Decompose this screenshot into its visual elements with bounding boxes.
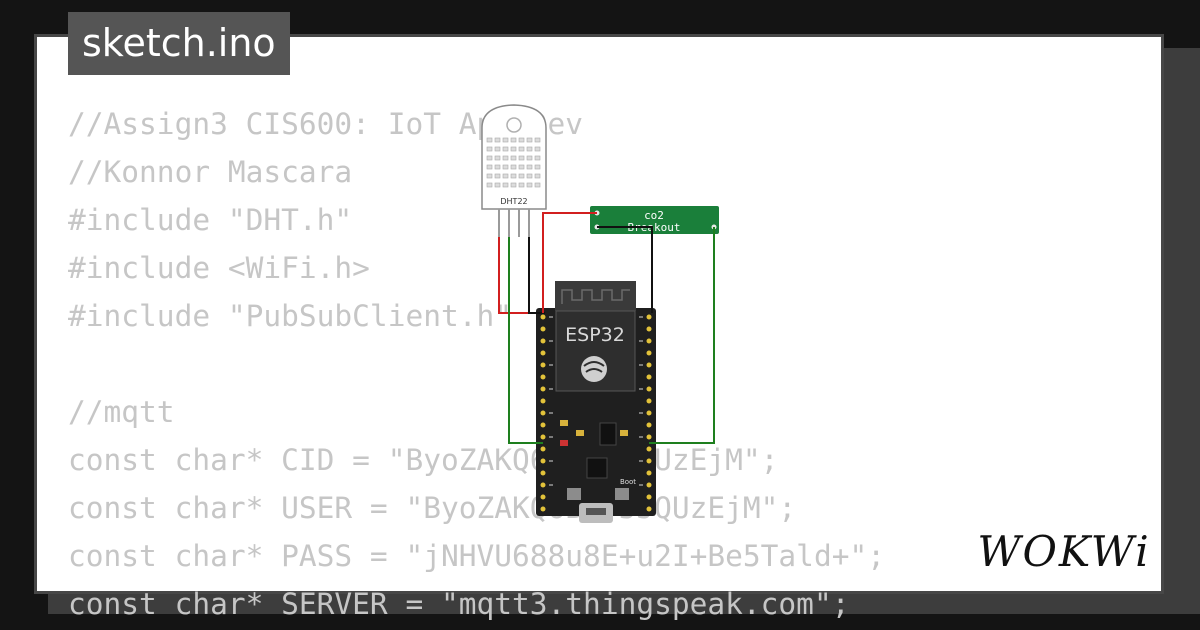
code-line: #include <WiFi.h> [68, 251, 370, 285]
code-line: //Konnor Mascara [68, 155, 353, 189]
svg-text:WOKWi: WOKWi [977, 527, 1150, 576]
code-line: //Assign3 CIS600: IoT App Dev [68, 107, 584, 141]
wire-black-dht [528, 237, 545, 314]
sensor-label: DHT22 [500, 197, 527, 206]
wire-green-dht [508, 237, 543, 444]
code-line: const char* SERVER = "mqtt3.thingspeak.c… [68, 587, 850, 621]
wire-green-breakout [649, 227, 715, 444]
wire-red-dht [498, 237, 543, 314]
breakout-label-line2: Breakout [628, 221, 681, 234]
breakout-label-line1: co2 [644, 209, 664, 222]
board-label: ESP32 [565, 324, 625, 346]
code-line: #include "DHT.h" [68, 203, 353, 237]
wokwi-logo: WOKWi [977, 527, 1150, 576]
dht22-sensor[interactable]: DHT22 [481, 104, 547, 237]
wires [498, 212, 715, 444]
code-line: #include "PubSubClient.h" [68, 299, 513, 333]
wire-black-breakout [597, 226, 653, 313]
file-tab[interactable]: sketch.ino [68, 12, 290, 75]
co2-breakout[interactable]: co2 Breakout [590, 206, 719, 234]
code-line: //mqtt [68, 395, 175, 429]
wire-red-breakout [542, 212, 597, 313]
code-editor: //Assign3 CIS600: IoT App Dev //Konnor M… [68, 100, 1158, 621]
circuit-diagram: DHT22 co2 Breakout ESP32 Boot [481, 104, 719, 523]
esp32-board[interactable]: ESP32 Boot [536, 281, 656, 523]
code-line: const char* PASS = "jNHVU688u8E+u2I+Be5T… [68, 539, 885, 573]
boot-label: Boot [620, 478, 636, 486]
